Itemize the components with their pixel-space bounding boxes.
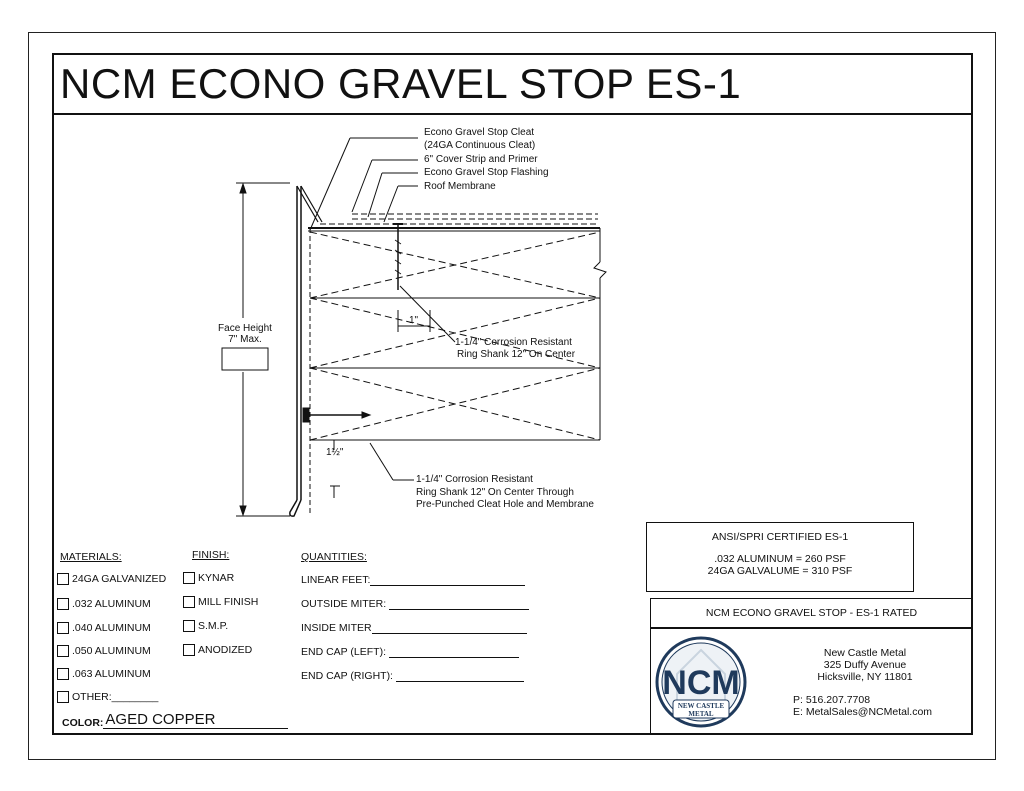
checkbox[interactable] bbox=[57, 573, 69, 585]
callout-top-nail-spacing: Ring Shank 12" On Center bbox=[457, 349, 576, 360]
logo-letters: NCM bbox=[662, 664, 739, 702]
finish-option[interactable]: ANODIZED bbox=[183, 644, 252, 656]
material-option-other[interactable]: OTHER:________ bbox=[57, 691, 158, 703]
outside-miter-field[interactable] bbox=[389, 599, 530, 610]
checkbox[interactable] bbox=[183, 572, 195, 584]
finish-option[interactable]: S.M.P. bbox=[183, 620, 228, 632]
inside-miter-field[interactable] bbox=[371, 623, 527, 634]
callout-cleat: Econo Gravel Stop Cleat bbox=[424, 127, 535, 138]
material-option[interactable]: .063 ALUMINUM bbox=[57, 668, 151, 680]
color-value: AGED COPPER bbox=[103, 712, 289, 729]
color-row: COLOR: AGED COPPER bbox=[62, 712, 289, 729]
product-name: NCM ECONO GRAVEL STOP - ES-1 RATED bbox=[705, 607, 918, 619]
company-address1: 325 Duffy Avenue bbox=[823, 659, 907, 671]
color-label: COLOR: bbox=[62, 717, 104, 729]
face-height-box bbox=[221, 347, 269, 371]
checkbox[interactable] bbox=[57, 668, 69, 680]
finish-option[interactable]: MILL FINISH bbox=[183, 596, 258, 608]
checkbox[interactable] bbox=[57, 598, 69, 610]
quantity-linear-feet[interactable]: LINEAR FEET: bbox=[301, 574, 526, 586]
checkbox[interactable] bbox=[183, 620, 195, 632]
company-address2: Hicksville, NY 11801 bbox=[817, 671, 913, 683]
title-block: NCM ECONO GRAVEL STOP ES-1 bbox=[52, 53, 973, 115]
leader-cover-strip bbox=[351, 159, 373, 213]
end-cap-left-field[interactable] bbox=[388, 647, 519, 658]
callout-bottom-nail: 1-1/4" Corrosion Resistant bbox=[416, 474, 533, 485]
materials-header: MATERIALS: bbox=[60, 551, 122, 563]
checkbox[interactable] bbox=[57, 691, 69, 703]
callout-top-nail: 1-1/4" Corrosion Resistant bbox=[455, 337, 572, 348]
checkbox[interactable] bbox=[183, 596, 195, 608]
logo-text-line1: NEW CASTLE bbox=[678, 702, 725, 710]
ncm-logo: NCM NEW CASTLE METAL bbox=[655, 636, 747, 728]
checkbox[interactable] bbox=[57, 645, 69, 657]
callout-cover-strip: 6" Cover Strip and Primer bbox=[424, 154, 538, 165]
drawing-title: NCM ECONO GRAVEL STOP ES-1 bbox=[60, 60, 742, 107]
company-phone: P: 516.207.7708 bbox=[793, 694, 871, 706]
dim-arrow-top bbox=[239, 182, 247, 194]
callout-bottom-nail-spacing: Ring Shank 12" On Center Through bbox=[416, 487, 574, 498]
dimension-one-inch: 1" bbox=[409, 315, 419, 326]
end-cap-right-field[interactable] bbox=[395, 671, 524, 682]
callout-cleat-detail: (24GA Continuous Cleat) bbox=[424, 140, 536, 151]
quantities-header: QUANTITIES: bbox=[301, 551, 367, 563]
product-name-box bbox=[650, 598, 973, 628]
leader-cleat bbox=[309, 137, 351, 231]
finish-header: FINISH: bbox=[192, 549, 230, 561]
dimension-one-half-inch: 1½" bbox=[326, 447, 344, 458]
dim-arrow-bottom bbox=[239, 505, 247, 517]
certification-aluminum: .032 ALUMINUM = 260 PSF bbox=[714, 553, 846, 565]
company-box bbox=[650, 628, 973, 735]
certification-galvalume: 24GA GALVALUME = 310 PSF bbox=[707, 565, 853, 577]
callout-membrane: Roof Membrane bbox=[424, 181, 496, 192]
material-option[interactable]: .050 ALUMINUM bbox=[57, 645, 151, 657]
material-option[interactable]: .040 ALUMINUM bbox=[57, 622, 151, 634]
quantity-end-cap-left[interactable]: END CAP (LEFT): bbox=[301, 646, 519, 658]
finish-option[interactable]: KYNAR bbox=[183, 572, 234, 584]
checkbox[interactable] bbox=[183, 644, 195, 656]
callout-flashing: Econo Gravel Stop Flashing bbox=[424, 167, 549, 178]
callout-bottom-nail-location: Pre-Punched Cleat Hole and Membrane bbox=[416, 499, 594, 510]
flashing-top-bend bbox=[296, 185, 319, 223]
leader-flashing bbox=[367, 172, 383, 218]
checkbox[interactable] bbox=[57, 622, 69, 634]
face-height-label: Face Height bbox=[218, 323, 272, 334]
quantity-outside-miter[interactable]: OUTSIDE MITER: bbox=[301, 598, 530, 610]
material-option[interactable]: .032 ALUMINUM bbox=[57, 598, 151, 610]
certification-title: ANSI/SPRI CERTIFIED ES-1 bbox=[711, 531, 849, 543]
drawing-outer-border bbox=[28, 32, 996, 760]
break-symbol bbox=[593, 261, 607, 279]
material-option[interactable]: 24GA GALVANIZED bbox=[57, 573, 166, 585]
logo-text-line2: METAL bbox=[688, 710, 713, 718]
leader-top-nail bbox=[399, 285, 456, 343]
quantity-inside-miter[interactable]: INSIDE MITER bbox=[301, 622, 527, 634]
face-nail-head bbox=[302, 407, 310, 423]
certification-box bbox=[646, 522, 914, 592]
flashing-drip-edge bbox=[289, 499, 302, 517]
company-email[interactable]: E: MetalSales@NCMetal.com bbox=[793, 706, 933, 718]
leader-bottom-nail bbox=[369, 442, 394, 481]
leader-membrane bbox=[383, 185, 399, 223]
company-name: New Castle Metal bbox=[823, 647, 907, 659]
drawing-inner-border bbox=[52, 53, 973, 735]
face-height-max: 7" Max. bbox=[228, 334, 262, 345]
linear-feet-field[interactable] bbox=[370, 575, 526, 586]
quantity-end-cap-right[interactable]: END CAP (RIGHT): bbox=[301, 670, 524, 682]
